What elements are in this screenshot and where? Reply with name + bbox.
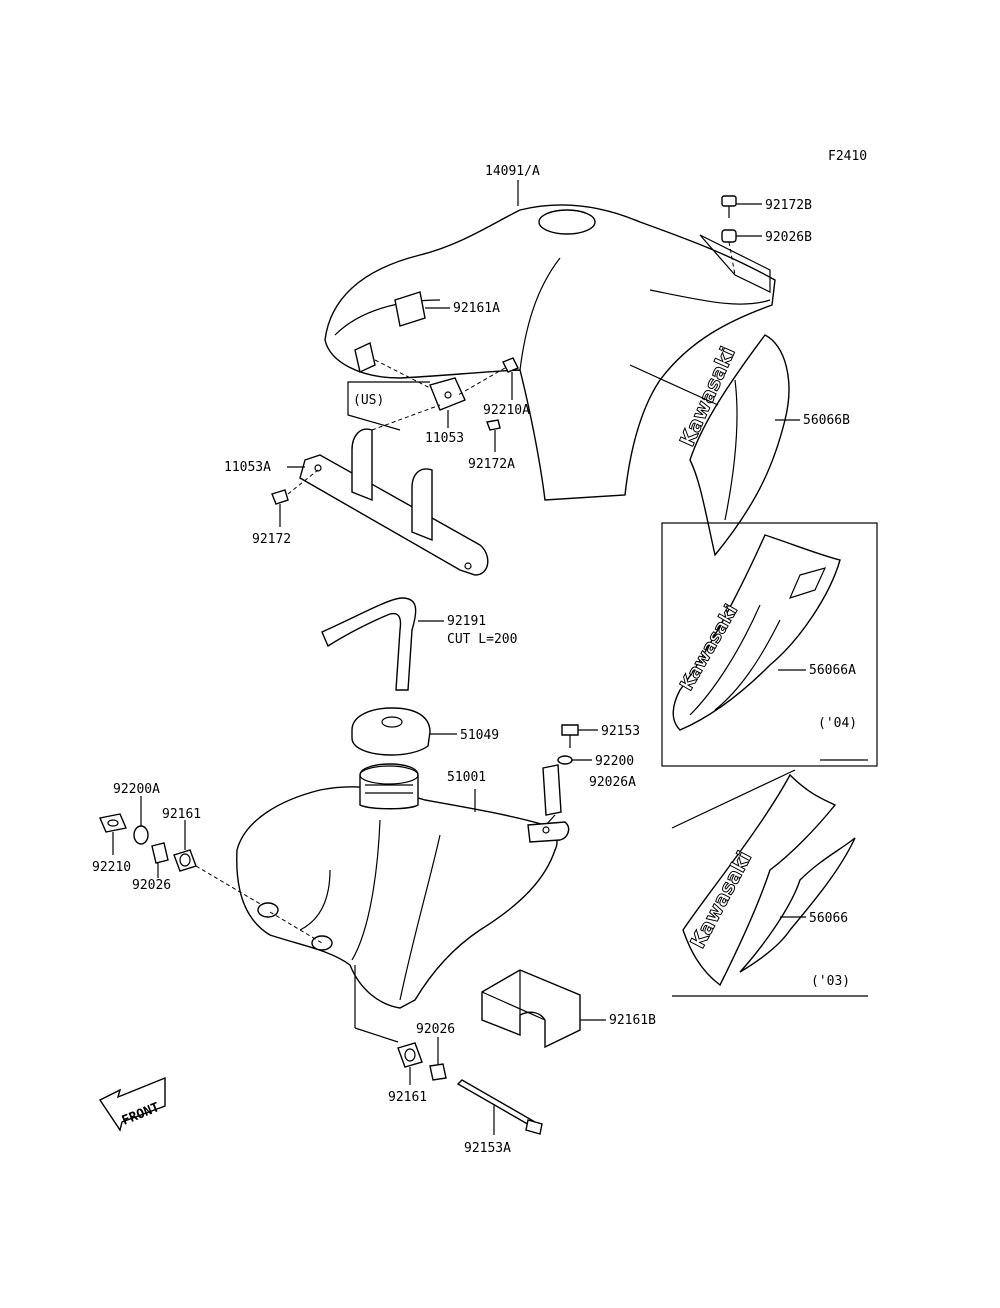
label-92172A: 92172A xyxy=(468,457,515,472)
decal-56066B-part: Kawasaki xyxy=(674,334,790,557)
bracket-11053-part xyxy=(429,377,466,411)
label-92172B: 92172B xyxy=(765,198,812,213)
collar-92026B-part xyxy=(721,229,737,243)
fuel-tank-51001-part xyxy=(236,763,570,1009)
washer-92200A-part xyxy=(133,825,149,845)
label-51001: 51001 xyxy=(447,770,486,785)
front-arrow-icon: FRONT xyxy=(98,1076,166,1132)
label-92153: 92153 xyxy=(601,724,640,739)
cap-51049-part xyxy=(351,707,431,756)
label-11053A: 11053A xyxy=(224,460,271,475)
decal-56066-part: Kawasaki xyxy=(682,773,856,987)
label-51049: 51049 xyxy=(460,728,499,743)
label-56066A: 56066A xyxy=(809,663,856,678)
label-92191-note: CUT L=200 xyxy=(447,632,517,647)
label-92172: 92172 xyxy=(252,532,291,547)
label-92026B: 92026B xyxy=(765,230,812,245)
bracket-11053A-part xyxy=(299,428,489,576)
label-92026-bottom: 92026 xyxy=(416,1022,455,1037)
label-92200: 92200 xyxy=(595,754,634,769)
label-92210: 92210 xyxy=(92,860,131,875)
bolt-92172-part xyxy=(271,489,289,505)
grommet-small-part xyxy=(354,341,376,374)
bolt-92172A-part xyxy=(486,419,501,431)
inset-us-label: (US) xyxy=(353,393,384,408)
label-11053: 11053 xyxy=(425,431,464,446)
label-56066: 56066 xyxy=(809,911,848,926)
nut-92210-part xyxy=(99,813,127,833)
label-92161-bottom: 92161 xyxy=(388,1090,427,1105)
collar-92026A-part xyxy=(542,764,562,816)
collar-92026-left-part xyxy=(151,842,169,864)
grommet-92161-bottom-part xyxy=(397,1042,423,1068)
nut-92210A-part xyxy=(502,357,519,373)
bolt-92153-part xyxy=(561,724,579,748)
label-92191: 92191 xyxy=(447,614,486,629)
washer-92200-part xyxy=(557,755,573,765)
label-14091A: 14091/A xyxy=(485,164,540,179)
inset-04-box xyxy=(661,522,878,767)
collar-92026-bottom-part xyxy=(429,1063,447,1081)
label-56066B: 56066B xyxy=(803,413,850,428)
front-fender-part xyxy=(324,204,776,501)
grommet-92161-top-part xyxy=(173,849,197,872)
hose-92191-part xyxy=(321,597,417,691)
inset-03-label: ('03) xyxy=(811,974,850,989)
label-92161A: 92161A xyxy=(453,301,500,316)
figure-id: F2410 xyxy=(828,149,867,164)
label-92026-left: 92026 xyxy=(132,878,171,893)
label-92200A: 92200A xyxy=(113,782,160,797)
bolt-92153A-part xyxy=(456,1079,543,1135)
inset-04-label: ('04) xyxy=(818,716,857,731)
label-92026A: 92026A xyxy=(589,775,636,790)
pad-92161A-part xyxy=(394,291,426,327)
label-92210A: 92210A xyxy=(483,403,530,418)
bracket-92161B-part xyxy=(481,969,581,1049)
label-92161-top: 92161 xyxy=(162,807,201,822)
decal-56066A-part: Kawasaki xyxy=(672,534,841,731)
bolt-92172B-part xyxy=(721,195,737,218)
label-92153A: 92153A xyxy=(464,1141,511,1156)
label-92161B: 92161B xyxy=(609,1013,656,1028)
